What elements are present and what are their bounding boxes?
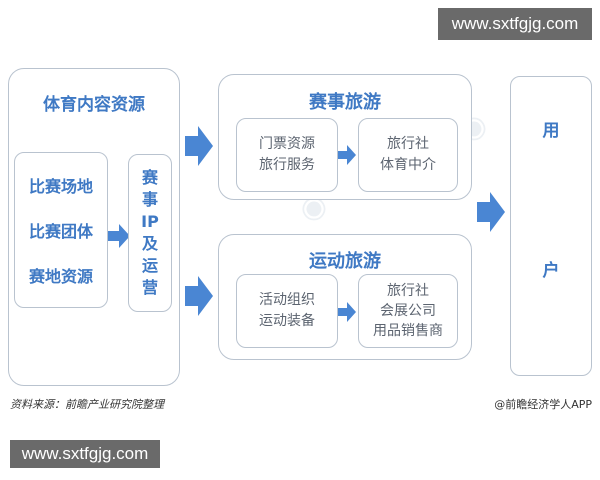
resources-box: 比赛场地 比赛团体 赛地资源 [14, 152, 108, 308]
box-line: 会展公司 [380, 303, 436, 319]
box-line: 活动组织 [259, 292, 315, 308]
box-line: 门票资源 [259, 136, 315, 152]
agency-exhibition-box: 旅行社 会展公司 用品销售商 [358, 274, 458, 348]
user-char: 用 [542, 121, 560, 141]
box-line: 体育中介 [380, 157, 436, 173]
resource-item: 赛地资源 [28, 266, 93, 286]
watermark-top: www.sxtfgjg.com [438, 8, 592, 40]
arrow-resources-to-ip [108, 224, 130, 248]
content-resources-title: 体育内容资源 [43, 95, 145, 115]
credit-note: @前瞻经济学人APP [494, 398, 592, 411]
ip-char: 事 [141, 190, 158, 209]
ip-char: 赛 [141, 168, 158, 187]
ip-char: IP [141, 212, 159, 231]
watermark-bottom: www.sxtfgjg.com [10, 440, 160, 468]
ip-char: 营 [141, 278, 158, 297]
arrow-to-event-tourism [185, 126, 213, 166]
activity-equipment-box: 活动组织 运动装备 [236, 274, 338, 348]
box-line: 旅行社 [387, 136, 429, 152]
ticket-services-box: 门票资源 旅行服务 [236, 118, 338, 192]
ip-char: 及 [141, 234, 158, 253]
box-line: 旅行社 [387, 283, 429, 299]
agency-box: 旅行社 体育中介 [358, 118, 458, 192]
user-char: 户 [542, 261, 560, 281]
box-line: 用品销售商 [373, 323, 443, 339]
ip-char: 运 [141, 256, 158, 275]
arrow-to-sport-tourism [185, 276, 213, 316]
source-note: 资料来源：前瞻产业研究院整理 [10, 398, 164, 411]
box-line: 运动装备 [259, 313, 315, 329]
arrow-sport-inner [338, 302, 356, 322]
box-line: 旅行服务 [259, 157, 315, 173]
resource-item: 比赛团体 [28, 221, 93, 241]
arrow-event-inner [338, 145, 356, 165]
arrow-to-user [477, 192, 505, 232]
sport-tourism-title: 运动旅游 [309, 251, 381, 272]
user-box [510, 76, 592, 376]
event-tourism-title: 赛事旅游 [309, 92, 381, 113]
resource-item: 比赛场地 [28, 177, 93, 197]
event-ip-box: 赛 事 IP 及 运 营 [128, 154, 172, 312]
watermark-text: www.sxtfgjg.com [21, 444, 149, 463]
watermark-text: www.sxtfgjg.com [451, 14, 579, 33]
